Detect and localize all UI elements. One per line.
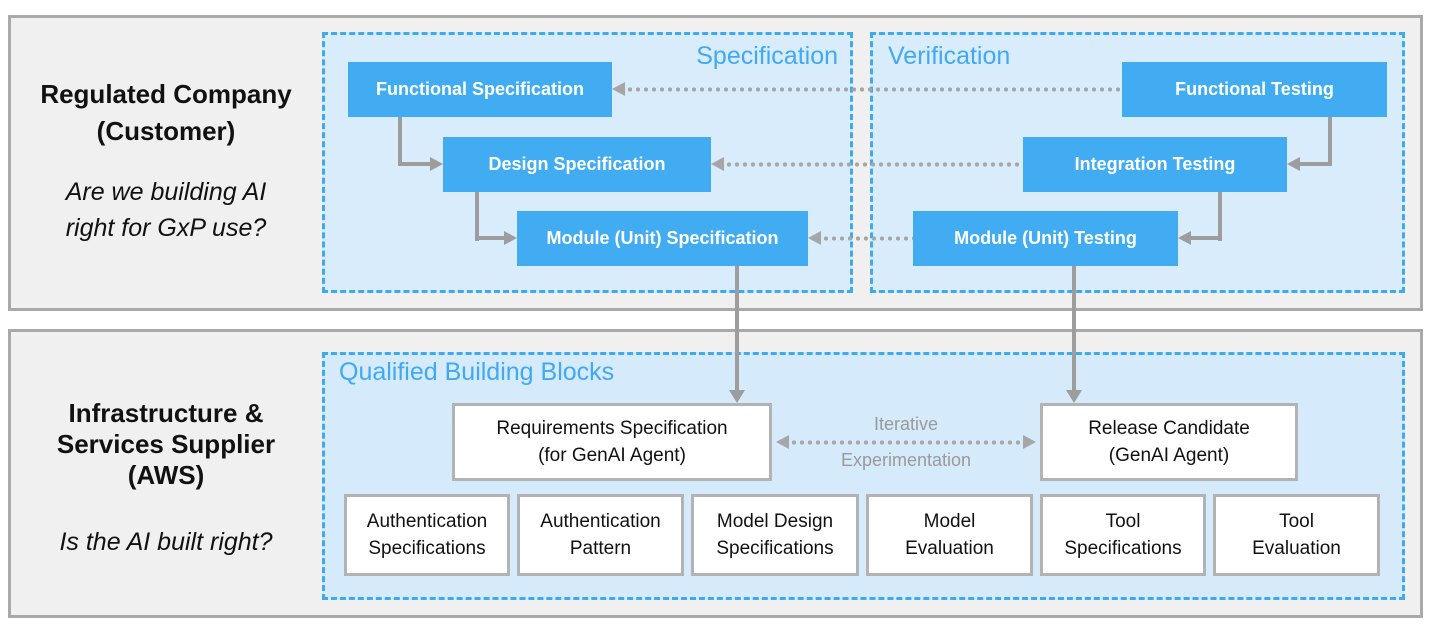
functional-testing-to-spec-arrowhead-icon <box>612 82 625 96</box>
release-candidate-line2: (GenAI Agent) <box>1108 445 1230 466</box>
block-label-line: Authentication <box>366 511 488 532</box>
regulated-company-question-line2: right for GxP use? <box>65 214 267 242</box>
model-design-specifications-box: Model Design Specifications <box>691 494 859 576</box>
supplier-label-line1: Infrastructure & <box>68 398 264 428</box>
iterative-label-line1: Iterative <box>873 414 939 434</box>
designspec-to-modulespec-connector-vertical <box>475 192 479 241</box>
integtesting-to-moduletesting-connector-horizontal <box>1191 236 1222 240</box>
block-label-line: Model <box>923 511 976 532</box>
regulated-company-label: Regulated Company (Customer) <box>8 76 324 150</box>
block-label-line: Model Design <box>716 511 834 532</box>
funcspec-to-designspec-connector-horizontal <box>398 162 431 166</box>
requirements-specification-line2: (for GenAI Agent) <box>538 445 686 466</box>
module-unit-testing-box: Module (Unit) Testing <box>913 211 1178 266</box>
tool-evaluation-box: Tool Evaluation <box>1213 494 1380 576</box>
functional-testing-box: Functional Testing <box>1122 62 1387 117</box>
supplier-label: Infrastructure & Services Supplier (AWS) <box>8 398 324 491</box>
qualified-zone-title: Qualified Building Blocks <box>339 358 615 386</box>
block-label-line: Tool <box>1105 511 1141 532</box>
designspec-to-modulespec-connector-horizontal <box>475 236 505 240</box>
regulated-company-label-line1: Regulated Company <box>40 79 292 109</box>
supplier-label-line2: Services Supplier <box>56 429 276 459</box>
funcspec-to-designspec-arrowhead-icon <box>430 157 443 171</box>
module-testing-to-spec-arrowhead-icon <box>808 231 821 245</box>
design-specification-box: Design Specification <box>443 137 711 192</box>
block-label-line: Specifications <box>368 538 486 559</box>
functesting-to-integtesting-arrowhead-icon <box>1287 157 1300 171</box>
modulespec-to-requirements-arrow-line <box>735 266 739 392</box>
integration-testing-box: Integration Testing <box>1023 137 1287 192</box>
iterative-arrowhead-right-icon <box>1023 435 1036 449</box>
block-label-line: Specifications <box>1064 538 1182 559</box>
tool-specifications-box: Tool Specifications <box>1040 494 1206 576</box>
supplier-question: Is the AI built right? <box>59 528 273 556</box>
iterative-experimentation-dotted-arrow <box>790 440 1022 445</box>
block-label-line: Authentication <box>540 511 661 532</box>
integration-testing-to-spec-arrowhead-icon <box>711 157 724 171</box>
regulated-company-question-line1: Are we building AI <box>65 178 267 206</box>
iterative-label-line2: Experimentation <box>840 450 972 470</box>
moduletesting-to-release-arrow-line <box>1072 266 1076 392</box>
verification-zone-title: Verification <box>888 42 1011 70</box>
funcspec-to-designspec-connector-vertical <box>398 117 402 166</box>
block-label-line: Evaluation <box>905 538 994 559</box>
release-candidate-box: Release Candidate (GenAI Agent) <box>1040 403 1298 481</box>
module-testing-to-spec-dotted-arrow <box>822 236 913 241</box>
authentication-pattern-box: Authentication Pattern <box>517 494 684 576</box>
functesting-to-integtesting-connector-horizontal <box>1300 162 1332 166</box>
iterative-arrowhead-left-icon <box>776 435 789 449</box>
requirements-specification-box: Requirements Specification (for GenAI Ag… <box>452 403 772 481</box>
regulated-company-label-line2: (Customer) <box>96 116 236 146</box>
moduletesting-to-release-arrowhead-icon <box>1066 390 1082 403</box>
functional-specification-box: Functional Specification <box>348 62 612 117</box>
integtesting-to-moduletesting-arrowhead-icon <box>1178 231 1191 245</box>
module-unit-specification-box: Module (Unit) Specification <box>517 211 808 266</box>
integration-testing-to-spec-dotted-arrow <box>725 162 1023 167</box>
modulespec-to-requirements-arrowhead-icon <box>729 390 745 403</box>
release-candidate-line1: Release Candidate <box>1088 418 1250 439</box>
functional-testing-to-spec-dotted-arrow <box>626 87 1122 92</box>
supplier-label-line3: (AWS) <box>127 460 205 490</box>
designspec-to-modulespec-arrowhead-icon <box>504 231 517 245</box>
functesting-to-integtesting-connector-vertical <box>1328 117 1332 166</box>
block-label-line: Evaluation <box>1252 538 1341 559</box>
model-evaluation-box: Model Evaluation <box>866 494 1033 576</box>
block-label-line: Pattern <box>569 538 632 559</box>
authentication-specifications-box: Authentication Specifications <box>344 494 510 576</box>
block-label-line: Tool <box>1279 511 1314 532</box>
integtesting-to-moduletesting-connector-vertical <box>1218 192 1222 241</box>
block-label-line: Specifications <box>716 538 834 559</box>
regulated-company-question: Are we building AI right for GxP use? <box>8 174 324 246</box>
requirements-specification-line1: Requirements Specification <box>496 418 728 439</box>
specification-zone-title: Specification <box>696 42 838 70</box>
